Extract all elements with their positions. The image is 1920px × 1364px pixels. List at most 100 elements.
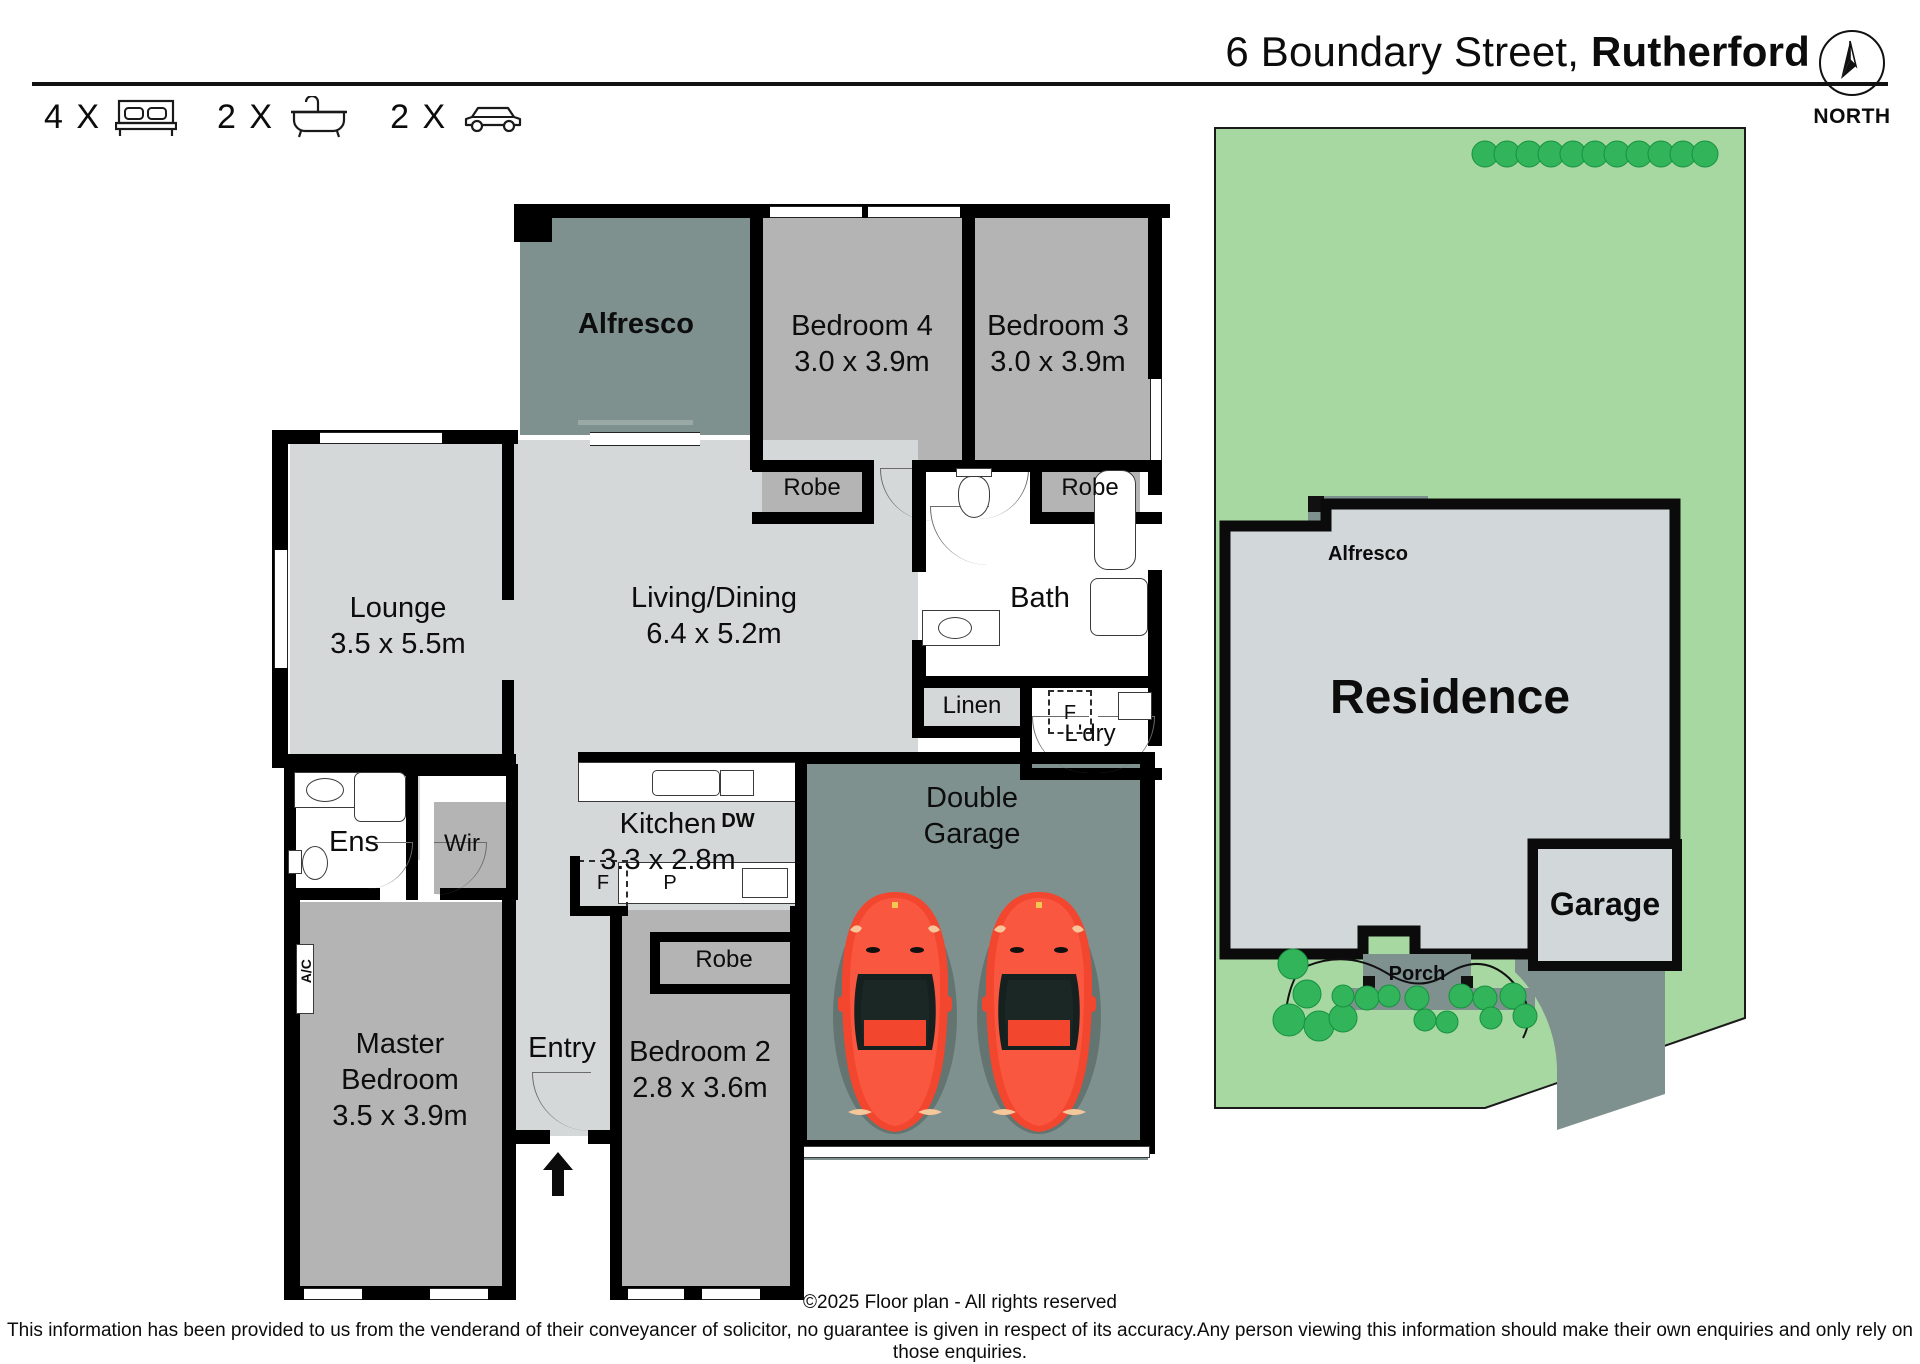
wall-garage-right (1140, 752, 1155, 1152)
site-label-garage: Garage (1549, 886, 1661, 922)
cistern-bath (956, 468, 992, 477)
wall-wir-right (506, 764, 518, 900)
wall-ens-bottom (284, 888, 380, 900)
page-title-street: 6 Boundary Street, (1225, 28, 1592, 75)
label-robe-bedroom-4: Robe (783, 474, 841, 501)
label-bath: Bath (1010, 582, 1070, 614)
car-icon (461, 97, 525, 137)
label-alfresco: Alfresco (577, 308, 695, 340)
label-lounge: Lounge (349, 592, 447, 624)
wall-bed4-robe-right (862, 460, 874, 522)
sliding-door-alfresco (590, 432, 700, 446)
window-lounge-top (320, 432, 442, 444)
feature-summary: 4 X 2 X 2 X (44, 96, 525, 138)
robe-bedroom-2 (660, 940, 785, 988)
feature-car-spaces-count: 2 X (390, 97, 448, 136)
ens-cistern (288, 850, 302, 874)
wall-garage-top (795, 752, 1155, 764)
header-divider (32, 82, 1888, 86)
ens-toilet (302, 846, 328, 880)
label-bedroom-3: Bedroom 3 (987, 310, 1129, 342)
wall-bath-right-mid (1148, 570, 1162, 680)
siteplan-drawing: Alfresco Residence Garage Porch (1185, 118, 1885, 1268)
label-master-bedroom-2: Bedroom (341, 1064, 459, 1096)
site-label-alfresco: Alfresco (1327, 543, 1409, 565)
wall-lounge-right-b (502, 680, 514, 766)
window-master-bottom-a (304, 1288, 362, 1300)
label-double-garage-1: Double (926, 782, 1018, 814)
site-label-residence: Residence (1329, 671, 1571, 724)
dim-kitchen: 3.3 x 2.8m (600, 844, 736, 876)
site-garage-footprint (1528, 839, 1682, 971)
sliding-door-track (578, 420, 693, 425)
laundry-appliance-slot (1048, 690, 1092, 734)
kitchen-sink (652, 770, 720, 796)
toilet-bath (958, 476, 990, 518)
wall-entry-left (502, 1130, 516, 1290)
entry-arrow-icon (543, 1152, 573, 1196)
wall-kitchen-bottom (570, 906, 628, 916)
feature-car-spaces: 2 X (390, 97, 525, 137)
room-alfresco (520, 210, 750, 435)
wall-kitchen-top (578, 752, 808, 762)
wall-lounge-right (502, 430, 514, 600)
wall-wir-bottom (440, 888, 518, 900)
window-bed4b-top (868, 206, 960, 218)
room-bedroom-3 (975, 212, 1160, 467)
room-bedroom-4 (762, 212, 962, 467)
window-bed2-bottom-a (628, 1288, 684, 1300)
label-laundry: L'dry (1064, 720, 1116, 747)
robe-bedroom-4 (762, 467, 862, 517)
label-pantry: P (663, 872, 677, 894)
site-alfresco-corner (1308, 496, 1324, 512)
label-bedroom-2: Bedroom 2 (629, 1036, 771, 1068)
label-linen: Linen (942, 692, 1002, 719)
label-kitchen: Kitchen (619, 808, 717, 840)
dim-bedroom-4: 3.0 x 3.9m (794, 346, 930, 378)
wall-bed2-left (610, 906, 622, 1300)
wall-bath-left-b (912, 640, 926, 686)
ac-label: A/C (297, 959, 314, 984)
wall-entry-bottom-right (588, 1130, 622, 1144)
label-robe-bedroom-3: Robe (1061, 474, 1119, 501)
kitchen-drainer (720, 770, 754, 796)
ens-shower (354, 772, 406, 822)
feature-bathrooms-count: 2 X (217, 97, 275, 136)
dim-bedroom-3: 3.0 x 3.9m (990, 346, 1126, 378)
compass-label: NORTH (1813, 105, 1891, 128)
bathtub-icon (288, 96, 350, 138)
car-left-illustration (833, 892, 957, 1134)
dim-bedroom-2: 2.8 x 3.6m (632, 1072, 768, 1104)
label-robe-bedroom-2: Robe (695, 946, 753, 973)
wall-alfresco-corner (514, 204, 552, 242)
wall-robe-bed2-left (650, 932, 660, 994)
label-laundry-fridge: F (1063, 702, 1077, 724)
wall-bed4-bed3 (962, 204, 975, 470)
feature-bedrooms: 4 X (44, 97, 178, 137)
window-lounge-left (274, 550, 288, 668)
room-linen (920, 684, 1026, 732)
wall-ens-right (406, 764, 418, 900)
wall-bed2-right (790, 906, 804, 1300)
site-label-porch: Porch (1388, 963, 1446, 985)
window-master-bottom-b (430, 1288, 488, 1300)
wall-bath-left (912, 502, 926, 572)
dim-lounge: 3.5 x 5.5m (330, 628, 466, 660)
wall-bed4-bottom (752, 460, 874, 472)
label-ensuite: Ens (329, 826, 379, 858)
wall-ldry-bottom (1020, 768, 1162, 780)
laundry-tub (1118, 692, 1152, 720)
bathtub-fixture (1094, 470, 1136, 570)
bed-icon (115, 97, 178, 137)
compass-needle-icon (1819, 30, 1885, 96)
wall-alfresco-top (514, 204, 758, 218)
wall-master-right (502, 900, 516, 1192)
wall-lounge-left-b (272, 668, 288, 764)
wall-bed3-right (1148, 204, 1162, 379)
floorplan-drawing: A/C (0, 120, 1920, 1300)
wall-linen-bottom (912, 726, 1030, 738)
wall-robe-bed2-bottom (650, 984, 798, 994)
label-living-dining: Living/Dining (630, 582, 798, 614)
wall-robe-bed2-top (650, 932, 798, 942)
wall-bath-bottom (912, 676, 1162, 688)
